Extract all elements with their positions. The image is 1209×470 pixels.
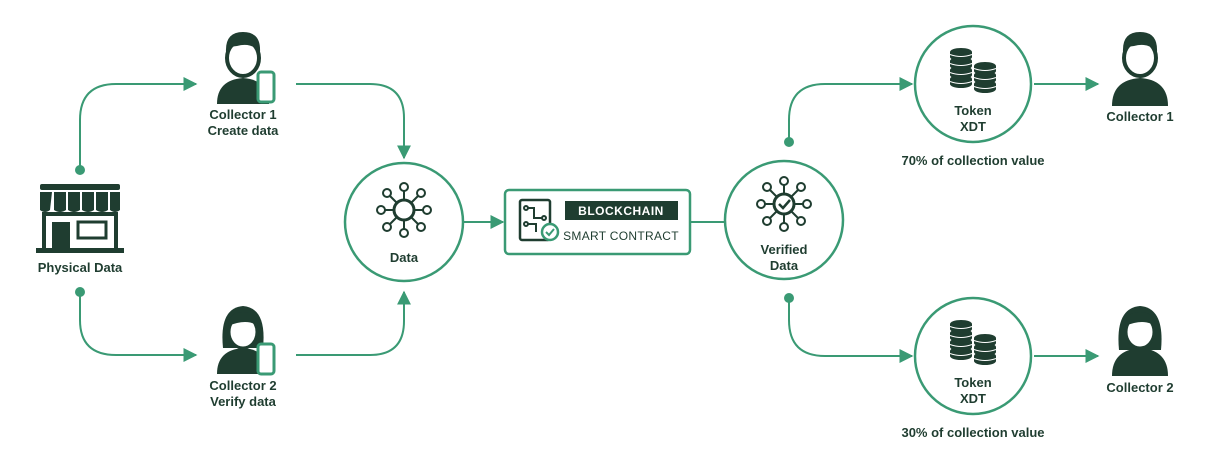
verified-data-line1: Verified xyxy=(761,242,808,257)
blockchain-title-band xyxy=(565,201,678,220)
collector1-left-line2: Create data xyxy=(208,123,280,138)
woman-with-phone-icon xyxy=(217,306,276,376)
token-top-line2: XDT xyxy=(960,119,986,134)
man-with-phone-icon xyxy=(217,32,276,104)
arrow-collector2-to-data xyxy=(296,290,411,356)
woman-icon xyxy=(1112,306,1168,376)
arrow-physical-to-collector2 xyxy=(79,292,198,362)
collector1-left-line1: Collector 1 xyxy=(209,107,276,122)
shop-icon xyxy=(36,184,124,253)
token-node-top: Token XDT xyxy=(913,24,1033,144)
connectors xyxy=(79,77,1100,363)
physical-data-label: Physical Data xyxy=(38,260,123,275)
arrow-verified-to-token-bottom xyxy=(788,298,914,363)
collector2-right-label: Collector 2 xyxy=(1106,380,1173,395)
token-bottom-line1: Token xyxy=(954,375,991,390)
token-top-caption: 70% of collection value xyxy=(901,153,1044,168)
man-icon xyxy=(1112,32,1168,106)
connector-dots xyxy=(75,137,794,303)
blockchain-subtitle: SMART CONTRACT xyxy=(563,229,679,243)
contract-circuit-icon xyxy=(518,198,560,242)
verified-hub-icon xyxy=(756,176,812,232)
token-node-bottom: Token XDT xyxy=(913,296,1033,416)
arrow-physical-to-collector1 xyxy=(79,77,198,170)
token-bottom-line2: XDT xyxy=(960,391,986,406)
blockchain-title: BLOCKCHAIN xyxy=(578,204,664,218)
network-hub-icon xyxy=(376,182,432,238)
arrow-verified-to-token-top xyxy=(788,77,914,142)
token-bottom-caption: 30% of collection value xyxy=(901,425,1044,440)
verified-data-line2: Data xyxy=(770,258,799,273)
data-node-label: Data xyxy=(390,250,419,265)
blockchain-box: BLOCKCHAIN SMART CONTRACT xyxy=(503,188,692,256)
verified-data-node: Verified Data xyxy=(723,159,845,281)
data-node: Data xyxy=(343,161,465,283)
arrow-collector1-to-data xyxy=(296,83,411,160)
collector2-left-line1: Collector 2 xyxy=(209,378,276,393)
collector2-left-line2: Verify data xyxy=(210,394,277,409)
token-top-line1: Token xyxy=(954,103,991,118)
collector1-right-label: Collector 1 xyxy=(1106,109,1173,124)
